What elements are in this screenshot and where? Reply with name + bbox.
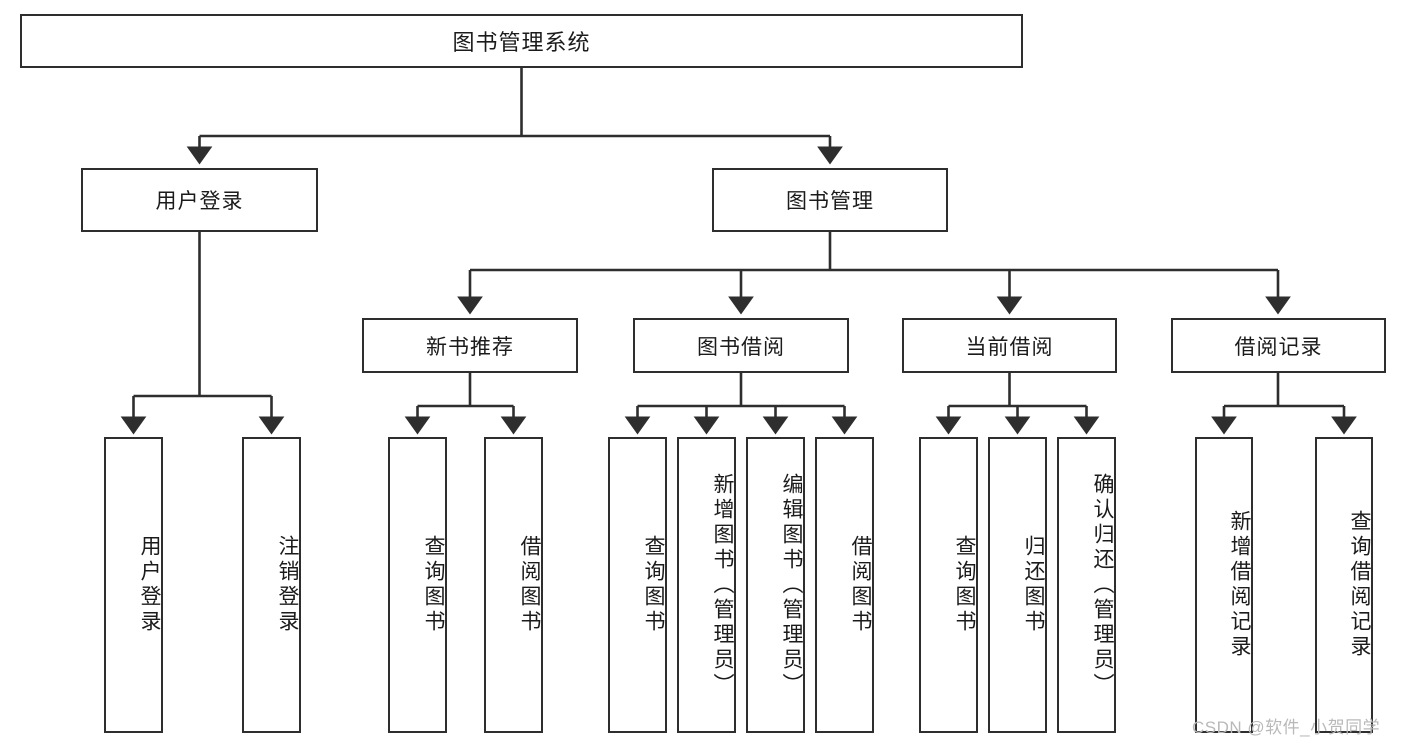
leaf-add-book-admin[interactable]: 新增图书（管理员） — [677, 437, 736, 733]
node-book-management[interactable]: 图书管理 — [712, 168, 948, 232]
node-current-borrow[interactable]: 当前借阅 — [902, 318, 1117, 373]
node-label: 当前借阅 — [965, 335, 1054, 359]
node-label: 查询图书 — [422, 535, 445, 635]
node-label: 借阅记录 — [1234, 335, 1323, 359]
node-label: 借阅图书 — [849, 535, 872, 635]
leaf-borrow-book-recommend[interactable]: 借阅图书 — [484, 437, 543, 733]
node-label: 查询图书 — [642, 535, 665, 635]
node-root[interactable]: 图书管理系统 — [20, 14, 1023, 68]
node-label: 新增图书（管理员） — [711, 472, 734, 698]
node-book-borrow[interactable]: 图书借阅 — [633, 318, 849, 373]
leaf-borrow-book[interactable]: 借阅图书 — [815, 437, 874, 733]
node-borrow-record[interactable]: 借阅记录 — [1171, 318, 1386, 373]
node-label: 用户登录 — [155, 190, 244, 213]
node-new-book-recommend[interactable]: 新书推荐 — [362, 318, 578, 373]
node-label: 查询图书 — [953, 535, 976, 635]
node-label: 图书借阅 — [697, 335, 785, 359]
leaf-query-book-recommend[interactable]: 查询图书 — [388, 437, 447, 733]
node-label: 新增借阅记录 — [1228, 510, 1251, 660]
node-label: 借阅图书 — [518, 535, 541, 635]
leaf-edit-book-admin[interactable]: 编辑图书（管理员） — [746, 437, 805, 733]
watermark: CSDN @软件_小贺同学 — [1192, 718, 1381, 737]
node-label: 用户登录 — [138, 535, 161, 635]
node-label: 编辑图书（管理员） — [780, 472, 803, 698]
leaf-return-book[interactable]: 归还图书 — [988, 437, 1047, 733]
node-label: 图书管理系统 — [452, 30, 591, 55]
leaf-confirm-return-admin[interactable]: 确认归还（管理员） — [1057, 437, 1116, 733]
node-label: 确认归还（管理员） — [1091, 472, 1114, 698]
leaf-query-book-current[interactable]: 查询图书 — [919, 437, 978, 733]
leaf-query-book-borrow[interactable]: 查询图书 — [608, 437, 667, 733]
node-label: 注销登录 — [276, 535, 299, 635]
node-label: 新书推荐 — [426, 335, 514, 359]
node-label: 归还图书 — [1022, 535, 1045, 635]
leaf-query-borrow-record[interactable]: 查询借阅记录 — [1315, 437, 1373, 733]
node-label: 图书管理 — [786, 190, 874, 213]
leaf-add-borrow-record[interactable]: 新增借阅记录 — [1195, 437, 1253, 733]
node-user-login[interactable]: 用户登录 — [81, 168, 318, 232]
leaf-user-login[interactable]: 用户登录 — [104, 437, 163, 733]
node-label: 查询借阅记录 — [1348, 510, 1371, 660]
leaf-logout[interactable]: 注销登录 — [242, 437, 301, 733]
